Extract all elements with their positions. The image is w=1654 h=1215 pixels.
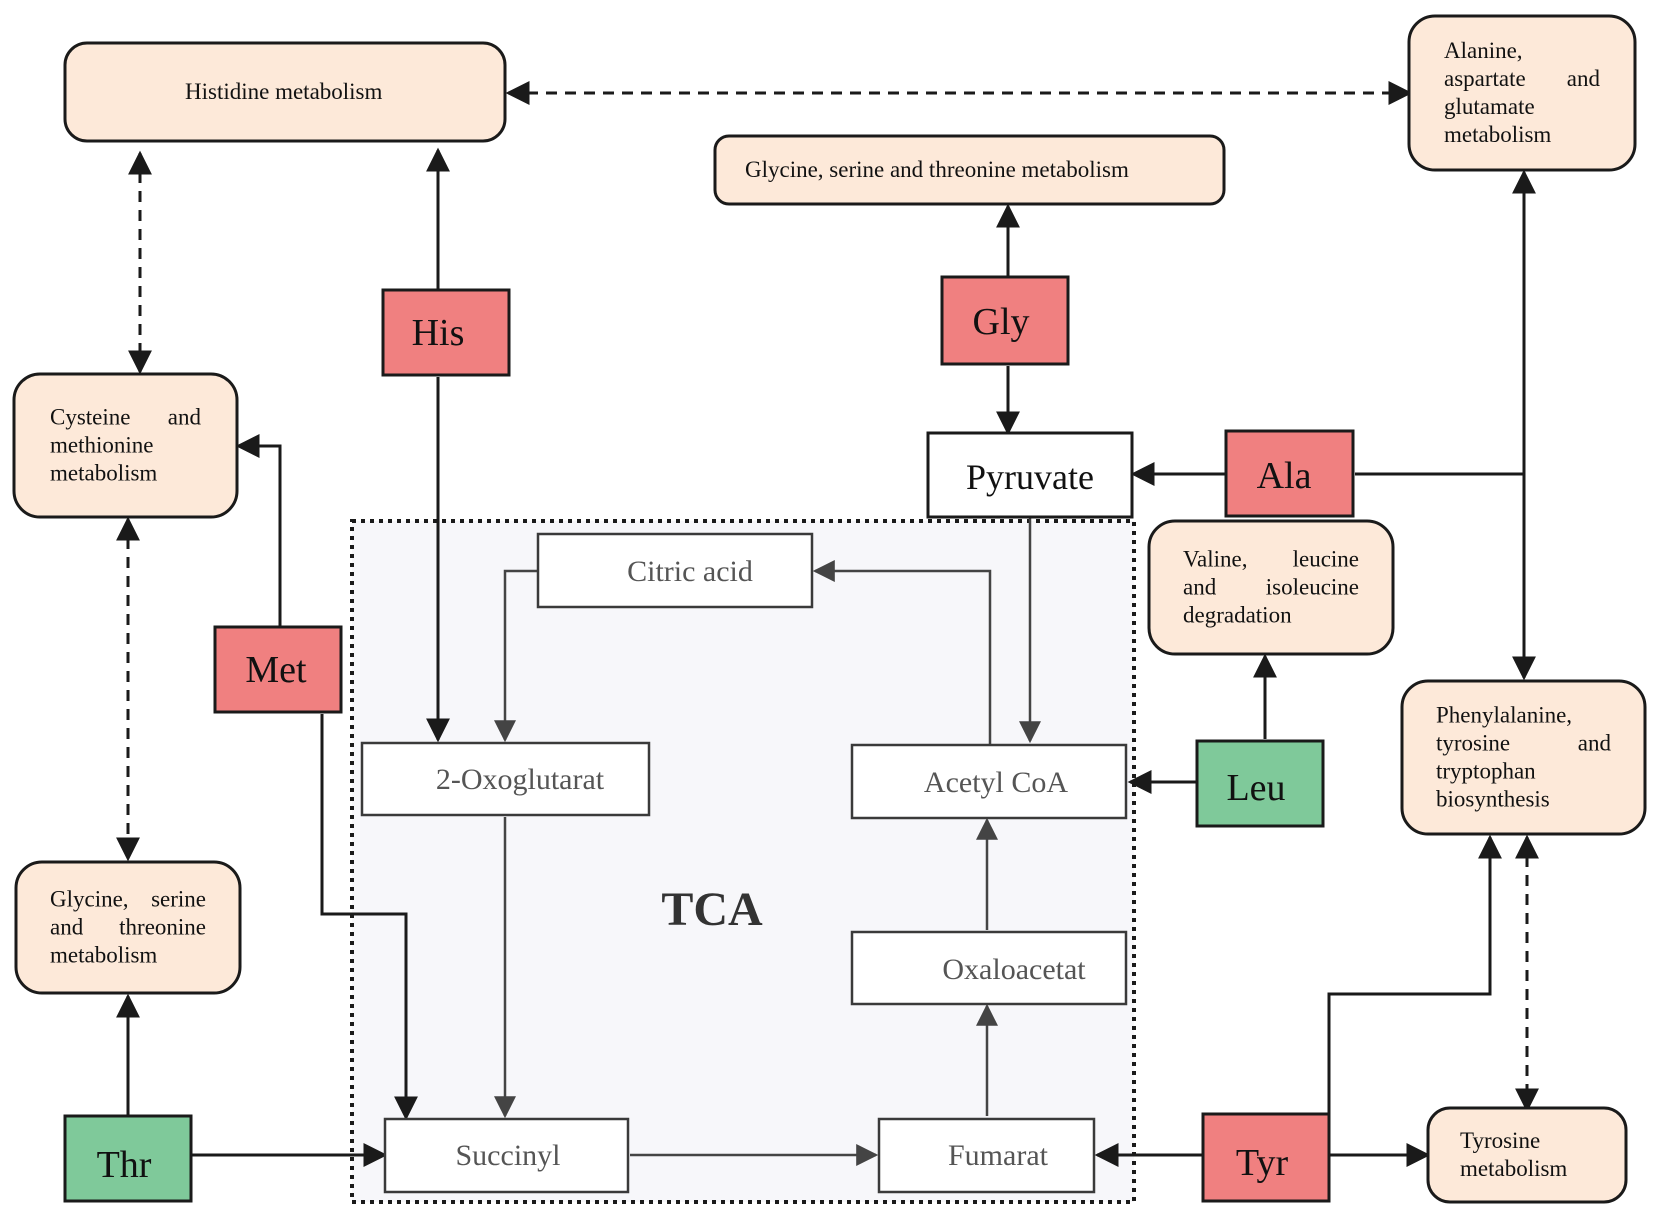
metabolite-fumarat: Fumarat bbox=[877, 1117, 1096, 1194]
amino-acid-leu: Leu bbox=[1195, 739, 1325, 828]
metabolite-succinyl: Succinyl bbox=[383, 1117, 630, 1194]
pathway-label-line: glutamate bbox=[1444, 94, 1535, 119]
acetyl-coa-label: Acetyl CoA bbox=[924, 766, 1068, 799]
pathway-label-line: Valine, bbox=[1183, 547, 1248, 572]
amino-acid-thr: Thr bbox=[63, 1114, 193, 1203]
pathway-label-word: serine bbox=[151, 887, 206, 912]
amino-acid-tyr: Tyr bbox=[1201, 1112, 1331, 1203]
amino-acid-gly: Gly bbox=[940, 275, 1070, 366]
fumarat-label: Fumarat bbox=[948, 1139, 1049, 1172]
pathway-label-line: metabolism bbox=[1460, 1156, 1567, 1181]
edges bbox=[116, 81, 1539, 1167]
gly-label: Gly bbox=[973, 301, 1030, 343]
pathway-label-line: tyrosine bbox=[1436, 731, 1510, 756]
pathway-label-line: Histidine metabolism bbox=[185, 79, 383, 104]
pathway-ala-asp-glu: Alanine, aspartate and glutamate metabolism bbox=[1407, 14, 1637, 172]
pathway-label-word: threonine bbox=[119, 915, 206, 940]
pathway-label-word: leucine bbox=[1293, 547, 1359, 572]
oxoglutarat-label: 2-Oxoglutarat bbox=[436, 763, 605, 796]
edge-met-succinyl bbox=[320, 714, 418, 1121]
pathway-label-line: biosynthesis bbox=[1436, 787, 1550, 812]
metabolite-oxoglutarat: 2-Oxoglutarat bbox=[360, 741, 651, 817]
edge-tyr-phe-tyr-trp bbox=[1327, 834, 1502, 1114]
tca-region bbox=[350, 519, 1136, 1204]
pathway-label-line: methionine bbox=[50, 433, 153, 458]
pathway-label-word: and bbox=[1567, 66, 1601, 91]
pathway-label-line: Phenylalanine, bbox=[1436, 703, 1572, 728]
pathway-label-line: tryptophan bbox=[1436, 759, 1536, 784]
pathway-cys-met: Cysteine and methionine metabolism bbox=[12, 372, 239, 519]
pathway-tyrosine: Tyrosine metabolism bbox=[1426, 1106, 1628, 1204]
pathway-label-word: and bbox=[168, 405, 202, 430]
amino-acid-met: Met bbox=[213, 625, 343, 714]
pathway-label-line: metabolism bbox=[50, 943, 157, 968]
pyruvate-label: Pyruvate bbox=[966, 457, 1094, 497]
citric-acid-label: Citric acid bbox=[627, 555, 753, 588]
edge-met-cys-met bbox=[235, 434, 282, 627]
pathway-phe-tyr-trp: Phenylalanine, tyrosine and tryptophan biosy… bbox=[1400, 679, 1647, 836]
pathway-label-line: and bbox=[50, 915, 84, 940]
metabolite-acetyl-coa: Acetyl CoA bbox=[850, 743, 1128, 820]
edge-acetyl-coa-citric-acid bbox=[812, 560, 992, 745]
pathway-histidine: Histidine metabolism bbox=[63, 41, 507, 143]
amino-acid-his: His bbox=[381, 288, 511, 377]
metabolite-pyruvate: Pyruvate bbox=[926, 431, 1134, 519]
leu-label: Leu bbox=[1226, 767, 1285, 809]
edge-ala-phe-tyr-trp bbox=[1355, 472, 1536, 681]
thr-label: Thr bbox=[97, 1144, 152, 1186]
pathway-gly-ser-thr-top: Glycine, serine and threonine metabolism bbox=[713, 134, 1226, 206]
succinyl-label: Succinyl bbox=[456, 1139, 561, 1172]
pathway-gly-ser-thr-left: Glycine, serine and threonine metabolism bbox=[14, 860, 242, 995]
pathway-label-line: Alanine, bbox=[1444, 38, 1523, 63]
met-label: Met bbox=[245, 649, 307, 691]
tca-title: TCA bbox=[661, 883, 763, 936]
oxaloacetat-label: Oxaloacetat bbox=[942, 953, 1086, 986]
pathway-val-leu-ile: Valine, leucine and isoleucine degradation bbox=[1147, 519, 1395, 656]
tyr-label: Tyr bbox=[1236, 1142, 1289, 1184]
metabolite-oxaloacetat: Oxaloacetat bbox=[850, 930, 1128, 1006]
amino-acid-ala: Ala bbox=[1224, 429, 1355, 518]
pathway-label-line: Glycine, bbox=[50, 887, 129, 912]
pathway-label-line: and bbox=[1183, 575, 1217, 600]
pathway-label-line: aspartate bbox=[1444, 66, 1526, 91]
metabolite-citric-acid: Citric acid bbox=[536, 532, 814, 609]
pathway-label-line: Tyrosine bbox=[1460, 1128, 1540, 1153]
pathway-label-word: and bbox=[1578, 731, 1612, 756]
ala-label: Ala bbox=[1257, 455, 1312, 497]
pathway-label-word: isoleucine bbox=[1266, 575, 1359, 600]
pathway-label-line: degradation bbox=[1183, 603, 1292, 628]
pathway-label-line: Glycine, serine and threonine metabolism bbox=[745, 157, 1129, 182]
pathway-label-line: Cysteine bbox=[50, 405, 131, 430]
his-label: His bbox=[412, 312, 465, 354]
edge-citric-acid-oxoglutarat bbox=[494, 569, 540, 743]
pathway-label-line: metabolism bbox=[1444, 122, 1551, 147]
pathway-label-line: metabolism bbox=[50, 461, 157, 486]
